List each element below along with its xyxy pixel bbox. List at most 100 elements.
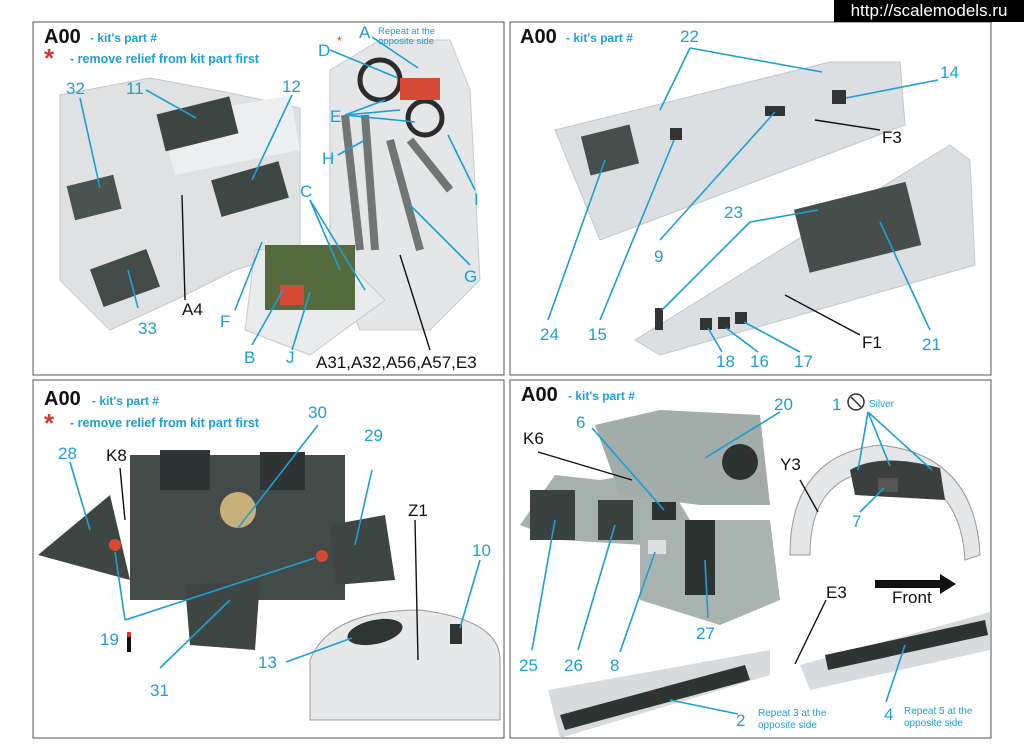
callout-label: 26 (564, 656, 583, 675)
callout-label: 10 (472, 541, 491, 560)
callout-lines-bl (69, 424, 481, 669)
red-asterisk-icon: * (44, 408, 55, 438)
panel-top-left: A00 - kit's part # * - remove relief fro… (44, 23, 481, 372)
front-label: Front (892, 588, 932, 607)
radar-scope (722, 444, 758, 480)
callout-label: 19 (100, 630, 119, 649)
callout-label: 17 (794, 352, 813, 371)
harness-straps (341, 114, 454, 252)
part-23-decal (655, 308, 663, 330)
repeat5-line2: opposite side (904, 718, 963, 729)
callout-label: D (318, 41, 330, 60)
part-13-decal (347, 618, 403, 646)
seat-cushion-red-tag (280, 285, 304, 305)
panel-top-right: A00 - kit's part # 22 14 9 23 24 15 18 1… (520, 26, 976, 371)
callout-label: 33 (138, 319, 157, 338)
panel-12-decal (211, 161, 289, 217)
callout-z1-line (414, 519, 419, 661)
callout-y3-line (799, 479, 819, 513)
part-2-decal (560, 665, 750, 730)
callout-label: J (286, 348, 295, 367)
panel-32-decal (66, 174, 122, 221)
callout-label: 1 (832, 395, 841, 414)
callout-lines-tr (547, 47, 939, 353)
seat-cushion (265, 245, 355, 310)
callout-label: 29 (364, 426, 383, 445)
d-asterisk-icon: * (337, 34, 342, 48)
callout-label: 31 (150, 681, 169, 700)
callout-label: 9 (654, 247, 663, 266)
part-15-decal (670, 128, 682, 140)
callout-labels-tl: 32 11 12 33 A D E H C I G F B J (66, 23, 479, 367)
silver-label: Silver (869, 399, 895, 410)
red-marker-icon (127, 632, 131, 652)
seat-red-handle (400, 78, 440, 100)
part-code: A00 (521, 384, 558, 406)
callout-label: 7 (852, 512, 861, 531)
part-6-decal (652, 502, 676, 520)
panel-29-decal (330, 515, 395, 585)
watermark: http://scalemodels.ru (834, 0, 1024, 22)
callout-e3-line (794, 599, 827, 665)
callout-label: 8 (610, 656, 619, 675)
callout-label: 12 (282, 77, 301, 96)
panel-26-decal (598, 500, 633, 540)
callout-a4-line (181, 194, 186, 301)
callout-label: 23 (724, 203, 743, 222)
repeat3-line2: opposite side (758, 720, 817, 731)
repeat3-line1: Repeat 3 at the (758, 708, 827, 719)
callout-label: B (244, 348, 255, 367)
callout-label: C (300, 182, 312, 201)
callout-label: E (330, 107, 341, 126)
repeat-note-line1: Repeat at the (378, 26, 435, 37)
hud-left (160, 450, 210, 490)
callout-f1-line (784, 294, 861, 336)
part-code: A00 (44, 26, 81, 48)
part-10-decal (450, 624, 462, 644)
callout-label: A (359, 23, 371, 42)
harness-ring-right (405, 98, 445, 138)
part-16-decal (718, 317, 730, 329)
red-marker-tip (127, 632, 131, 637)
red-knob-right (316, 550, 328, 562)
callout-label: K6 (523, 429, 544, 448)
panel-24-decal (580, 124, 640, 176)
callout-label: 13 (258, 653, 277, 672)
relief-note: - remove relief from kit part first (70, 52, 260, 66)
red-knob-left (109, 539, 121, 551)
panel-27-decal (685, 520, 715, 595)
callout-labels-br: 6 20 1 7 25 26 8 27 2 4 (519, 395, 893, 730)
callout-k6-line (537, 451, 633, 481)
callout-label: H (322, 149, 334, 168)
callout-lines-br (531, 411, 933, 715)
callout-label: 14 (940, 63, 959, 82)
panel-31-decal (185, 580, 260, 650)
panel-bottom-left: A00 - kit's part # * - remove relief fro… (38, 388, 501, 721)
callout-label: 22 (680, 27, 699, 46)
attitude-indicator (220, 492, 256, 528)
callout-label: Z1 (408, 501, 428, 520)
part-8-decal (648, 540, 666, 554)
callout-label: 15 (588, 325, 607, 344)
callout-label: A4 (182, 300, 203, 319)
part-5-decal (825, 620, 988, 670)
callout-label: 21 (922, 335, 941, 354)
repeat-note-line2: opposite side (378, 36, 434, 47)
part-code: A00 (520, 26, 557, 48)
console-f3 (554, 61, 906, 241)
red-asterisk-icon: * (44, 43, 55, 73)
callout-label: 30 (308, 403, 327, 422)
callout-label: 11 (126, 79, 144, 98)
callout-label: 4 (884, 705, 893, 724)
callout-label: E3 (826, 583, 847, 602)
kit-part-label: - kit's part # (566, 31, 633, 45)
callout-labels-bl: 28 30 29 10 19 13 31 (58, 403, 491, 700)
callout-label: 2 (736, 711, 745, 730)
callout-label: 24 (540, 325, 559, 344)
callout-label: 16 (750, 352, 769, 371)
kit-part-label: - kit's part # (568, 389, 635, 403)
part-18-decal (700, 318, 712, 330)
callout-k8-line (119, 467, 126, 521)
callout-label: K8 (106, 446, 127, 465)
panel-33-decal (89, 248, 161, 308)
